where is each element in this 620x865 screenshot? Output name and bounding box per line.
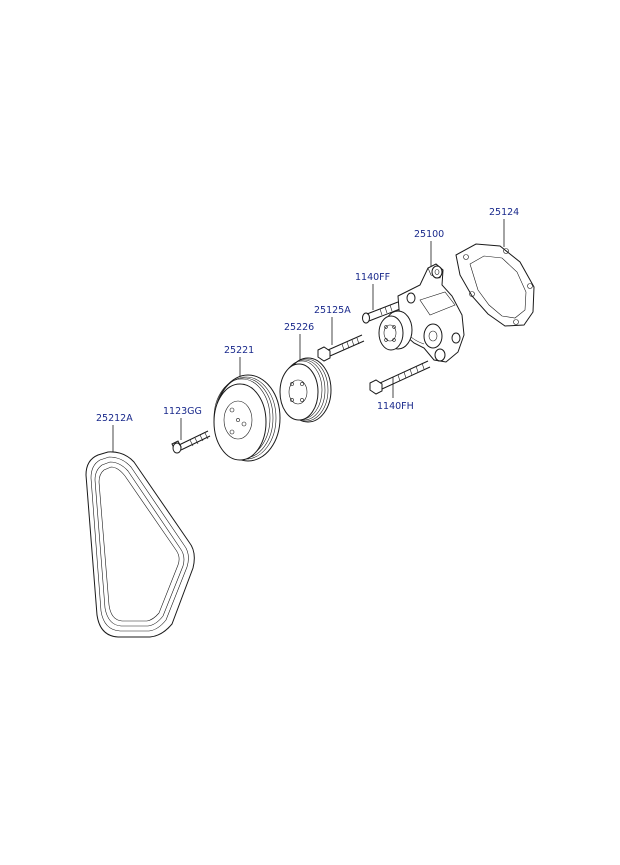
pump-gasket[interactable] bbox=[455, 243, 535, 327]
crank-pulley-bolt[interactable] bbox=[171, 430, 211, 454]
water-pump[interactable] bbox=[378, 263, 465, 363]
label-bolt-1140ff[interactable]: 1140FF bbox=[355, 272, 391, 283]
label-water-pump[interactable]: 25100 bbox=[414, 229, 445, 240]
crank-pulley[interactable] bbox=[213, 374, 281, 462]
label-crank-pulley[interactable]: 25221 bbox=[224, 345, 255, 356]
label-water-pump-pulley[interactable]: 25226 bbox=[284, 322, 315, 333]
label-pulley-bolt[interactable]: 25125A bbox=[314, 305, 351, 316]
pulley-bolt[interactable] bbox=[317, 334, 365, 362]
water-pump-pulley[interactable] bbox=[279, 357, 332, 423]
drive-belt[interactable] bbox=[85, 451, 195, 638]
label-bolt-1140fh[interactable]: 1140FH bbox=[377, 401, 414, 412]
bolt-1140ff[interactable] bbox=[362, 301, 401, 324]
label-belt[interactable]: 25212A bbox=[96, 413, 133, 424]
bolt-1140fh[interactable] bbox=[369, 360, 431, 395]
label-crank-pulley-bolt[interactable]: 1123GG bbox=[163, 406, 202, 417]
label-gasket[interactable]: 25124 bbox=[489, 207, 520, 218]
leader-lines bbox=[112, 219, 505, 452]
